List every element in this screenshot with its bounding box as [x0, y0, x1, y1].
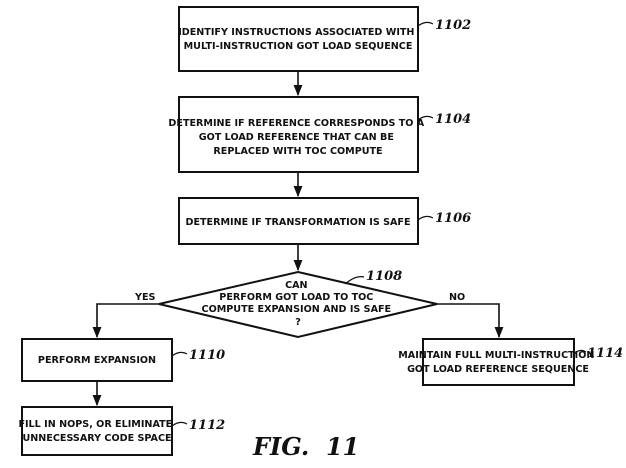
ref-1104: 1104 [435, 112, 471, 127]
step-1102: IDENTIFY INSTRUCTIONS ASSOCIATED WITH MU… [178, 6, 471, 72]
ref-1110: 1110 [189, 348, 225, 363]
step-1106-box [178, 197, 419, 245]
step-1106-text: DETERMINE IF TRANSFORMATION IS SAFE [185, 217, 410, 228]
step-1102-text: IDENTIFY INSTRUCTIONS ASSOCIATED WITH MU… [178, 27, 418, 52]
step-1114-text: MAINTAIN FULL MULTI-INSTRUCTION GOT LOAD… [398, 350, 598, 375]
ref-1112-leader [171, 421, 188, 427]
ref-1102: 1102 [435, 18, 471, 33]
step-1104: DETERMINE IF REFERENCE CORRESPONDS TO A … [168, 96, 471, 173]
step-1110-text: PERFORM EXPANSION [38, 355, 156, 366]
step-1112: FILL IN NOPS, OR ELIMINATE UNNECESSARY C… [18, 406, 225, 456]
ref-1110-leader [171, 351, 188, 357]
ref-1114-leader [573, 349, 587, 355]
step-1114-box [422, 338, 575, 386]
step-1114: MAINTAIN FULL MULTI-INSTRUCTION GOT LOAD… [398, 338, 623, 386]
ref-1106-leader [417, 215, 434, 221]
decision-1108-diamond [158, 270, 438, 339]
step-1104-box [178, 96, 419, 173]
step-1112-text: FILL IN NOPS, OR ELIMINATE UNNECESSARY C… [18, 419, 175, 444]
ref-1108-leader [344, 276, 365, 285]
branch-yes-label: YES [134, 292, 156, 303]
ref-1102-leader [417, 21, 434, 27]
ref-1114: 1114 [587, 346, 623, 361]
decision-1108: CAN PERFORM GOT LOAD TO TOC COMPUTE EXPA… [158, 269, 438, 339]
arrow-yes-1110 [92, 303, 159, 339]
ref-1112: 1112 [189, 418, 225, 433]
ref-1106: 1106 [435, 211, 471, 226]
arrow-no-1114 [437, 303, 504, 339]
ref-1104-leader [417, 115, 434, 121]
branch-no-label: NO [449, 292, 465, 303]
decision-1108-text: CAN PERFORM GOT LOAD TO TOC COMPUTE EXPA… [202, 280, 395, 328]
step-1106: DETERMINE IF TRANSFORMATION IS SAFE 1106 [178, 197, 471, 245]
ref-1108: 1108 [366, 269, 402, 284]
figure-label: FIG. 11 [252, 432, 359, 461]
step-1110: PERFORM EXPANSION 1110 [21, 338, 225, 382]
step-1112-box [21, 406, 173, 456]
step-1102-box [178, 6, 419, 72]
step-1104-text: DETERMINE IF REFERENCE CORRESPONDS TO A … [168, 118, 427, 157]
